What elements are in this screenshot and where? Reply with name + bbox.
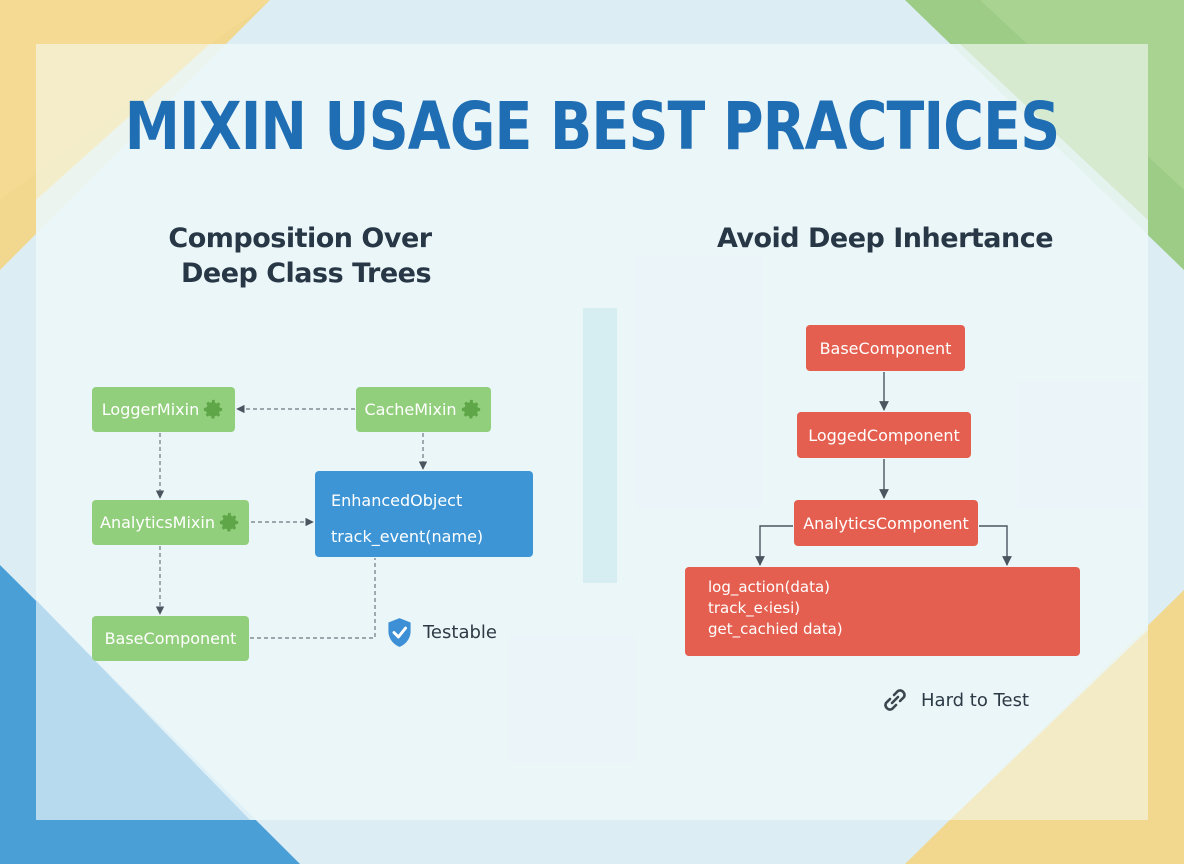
logger-mixin-node: LoggerMixin [92, 387, 235, 432]
hard-to-test-label: Hard to Test [921, 689, 1030, 711]
enhanced-object-title: EnhancedObject [331, 491, 463, 510]
cache-mixin-node: CacheMixin [356, 387, 491, 432]
column-divider [583, 308, 617, 583]
base-component-node-right: BaseComponent [806, 325, 965, 371]
page-title: MIXIN USAGE BEST PRACTICES [124, 88, 1060, 165]
logged-component-label: LoggedComponent [808, 425, 960, 445]
cache-mixin-label: CacheMixin [364, 400, 457, 419]
left-heading-line2: Deep Class Trees [180, 258, 432, 289]
analytics-mixin-node: AnalyticsMixin [92, 500, 249, 545]
shield-check-icon [388, 618, 411, 647]
base-component-label-right: BaseComponent [819, 338, 952, 358]
testable-badge: Testable [386, 617, 497, 648]
base-component-label-left: BaseComponent [104, 629, 237, 648]
arrow-analytics-right-branch [979, 525, 1012, 566]
method-line: get_cachied data) [708, 620, 843, 638]
gear-icon [204, 399, 223, 419]
gear-icon [219, 512, 239, 532]
analytics-component-node: AnalyticsComponent [794, 500, 978, 546]
broken-link-icon [884, 689, 906, 711]
enhanced-object-method: track_event(name) [331, 527, 484, 546]
base-component-node-left: BaseComponent [92, 616, 249, 661]
gear-icon [461, 399, 480, 419]
right-heading: Avoid Deep Inhertance [716, 223, 1054, 254]
left-heading-line1: Composition Over [168, 223, 432, 254]
hard-to-test-badge: Hard to Test [879, 684, 1029, 716]
logged-component-node: LoggedComponent [797, 412, 971, 458]
enhanced-object-node: EnhancedObject track_event(name) [315, 471, 533, 557]
left-heading: Composition Over Deep Class Trees [160, 221, 440, 291]
analytics-mixin-label: AnalyticsMixin [100, 513, 215, 532]
method-line: log_action(data) [708, 578, 831, 596]
link-base-to-enhanced [250, 558, 376, 639]
combined-methods-node: log_action(data) track_e‹iesi) get_cachi… [685, 567, 1080, 656]
testable-label: Testable [423, 622, 497, 643]
method-line: track_e‹iesi) [708, 599, 801, 617]
logger-mixin-label: LoggerMixin [101, 400, 200, 419]
arrow-analytics-left-branch [755, 525, 793, 566]
analytics-component-label: AnalyticsComponent [803, 513, 969, 533]
